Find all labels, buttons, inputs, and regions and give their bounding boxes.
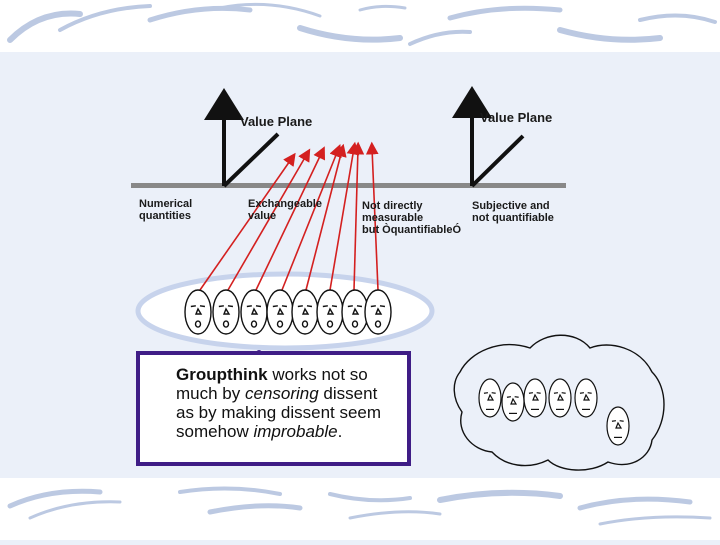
arrow-icon — [329, 141, 360, 291]
face-icon — [501, 382, 525, 422]
quote-text: . — [337, 422, 343, 441]
face-icon — [184, 289, 212, 335]
label-subjective: Subjective and not quantifiable — [472, 200, 554, 224]
swoosh-icon — [0, 478, 720, 540]
arrow-icon — [351, 141, 365, 291]
face-icon — [523, 378, 547, 418]
face-icon — [364, 289, 392, 335]
swoosh-icon — [0, 0, 720, 52]
outlined-faces-group-icon — [453, 334, 665, 471]
arrow-icon — [305, 143, 347, 291]
face-icon — [574, 378, 598, 418]
quote-emphasis-censoring: censoring — [244, 384, 319, 403]
face-icon — [548, 378, 572, 418]
value-plane-title-left: Value Plane — [240, 114, 313, 129]
quote-emphasis-improbable: improbable — [253, 422, 338, 441]
label-numerical-quantities: Numerical quantities — [139, 198, 193, 222]
quote-text: dissent as by making dissent seem someho… — [176, 384, 382, 441]
arrow-icon — [227, 148, 311, 291]
face-icon — [291, 289, 319, 335]
groupthink-quote-box: Groupthink works not so much by censorin… — [136, 351, 411, 466]
value-plane-right-diagonal-axis — [470, 134, 525, 188]
value-plane-title-right: Value Plane — [480, 110, 553, 125]
bottom-decorative-band — [0, 478, 720, 540]
top-decorative-band — [0, 0, 720, 52]
face-icon — [606, 406, 630, 446]
face-icon — [341, 289, 369, 335]
face-icon — [266, 289, 294, 335]
quote-text: works not so much by — [176, 365, 368, 403]
face-icon — [212, 289, 240, 335]
face-row — [184, 289, 392, 335]
baseline — [131, 183, 566, 188]
arrow-icon — [365, 141, 379, 291]
quote-term: Groupthink — [176, 365, 268, 384]
arrow-icon — [281, 144, 342, 291]
face-icon — [240, 289, 268, 335]
arrow-icon — [255, 146, 326, 291]
value-plane-left-diagonal-axis — [222, 132, 280, 188]
label-not-directly-measurable: Not directly measurable but Òquantifiabl… — [362, 200, 461, 236]
face-icon — [478, 378, 502, 418]
label-exchangeable-value: Exchangeable value — [248, 198, 322, 222]
arrow-icon — [199, 152, 296, 291]
face-icon — [316, 289, 344, 335]
